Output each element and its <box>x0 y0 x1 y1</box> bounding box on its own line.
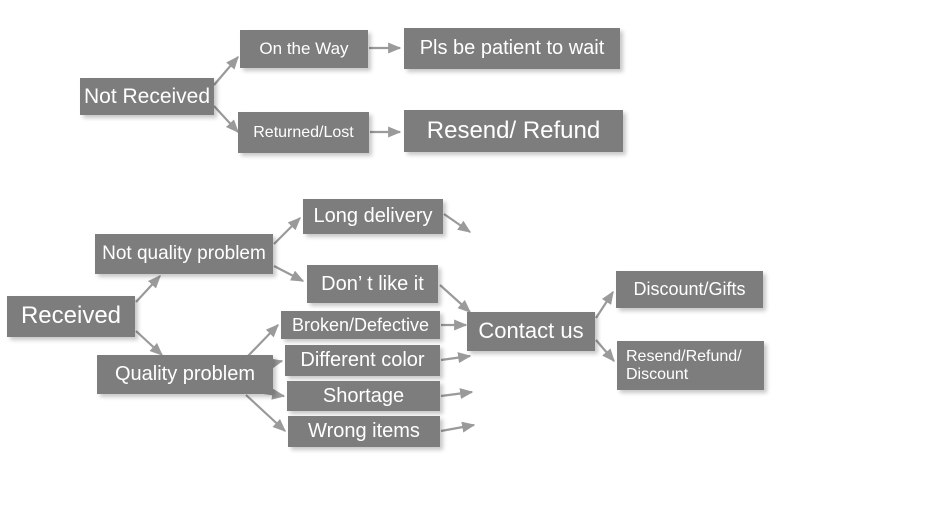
edge-dont-like-contact <box>439 284 471 313</box>
edge-not-quality-dont-like <box>273 265 305 282</box>
node-pls-be-patient[interactable]: Pls be patient to wait <box>404 28 620 69</box>
edge-wrong-items-contact <box>440 421 476 433</box>
edge-shortage-contact <box>440 388 474 399</box>
node-not-quality-problem[interactable]: Not quality problem <box>95 234 273 274</box>
node-long-delivery[interactable]: Long delivery <box>303 199 443 234</box>
node-dont-like-it[interactable]: Don’ t like it <box>307 265 438 303</box>
node-returned-lost[interactable]: Returned/Lost <box>238 112 369 153</box>
edge-not-quality-long-delivery <box>273 217 301 245</box>
edge-contact-resend-refund <box>595 339 615 363</box>
node-shortage[interactable]: Shortage <box>287 381 440 411</box>
edge-not-received-returned <box>213 105 239 133</box>
node-received[interactable]: Received <box>7 296 135 337</box>
node-discount-gifts[interactable]: Discount/Gifts <box>616 271 763 308</box>
node-different-color[interactable]: Different color <box>285 345 440 376</box>
node-quality-problem[interactable]: Quality problem <box>97 355 273 394</box>
edge-different-color-contact <box>440 352 472 364</box>
edge-quality-broken <box>247 324 279 357</box>
edge-not-received-on-the-way <box>213 55 239 86</box>
node-resend-refund-discount[interactable]: Resend/Refund/ Discount <box>617 341 764 390</box>
node-wrong-items[interactable]: Wrong items <box>288 416 440 447</box>
node-resend-refund[interactable]: Resend/ Refund <box>404 110 623 152</box>
node-on-the-way[interactable]: On the Way <box>240 30 368 68</box>
node-broken-defective[interactable]: Broken/Defective <box>281 311 440 339</box>
edge-quality-wrong-items <box>245 394 286 432</box>
node-not-received[interactable]: Not Received <box>80 78 214 115</box>
edge-received-quality <box>135 330 163 356</box>
edge-contact-discount-gifts <box>595 290 614 319</box>
node-contact-us[interactable]: Contact us <box>467 312 595 351</box>
edge-long-delivery-contact <box>443 213 472 233</box>
edge-received-not-quality <box>135 275 161 303</box>
